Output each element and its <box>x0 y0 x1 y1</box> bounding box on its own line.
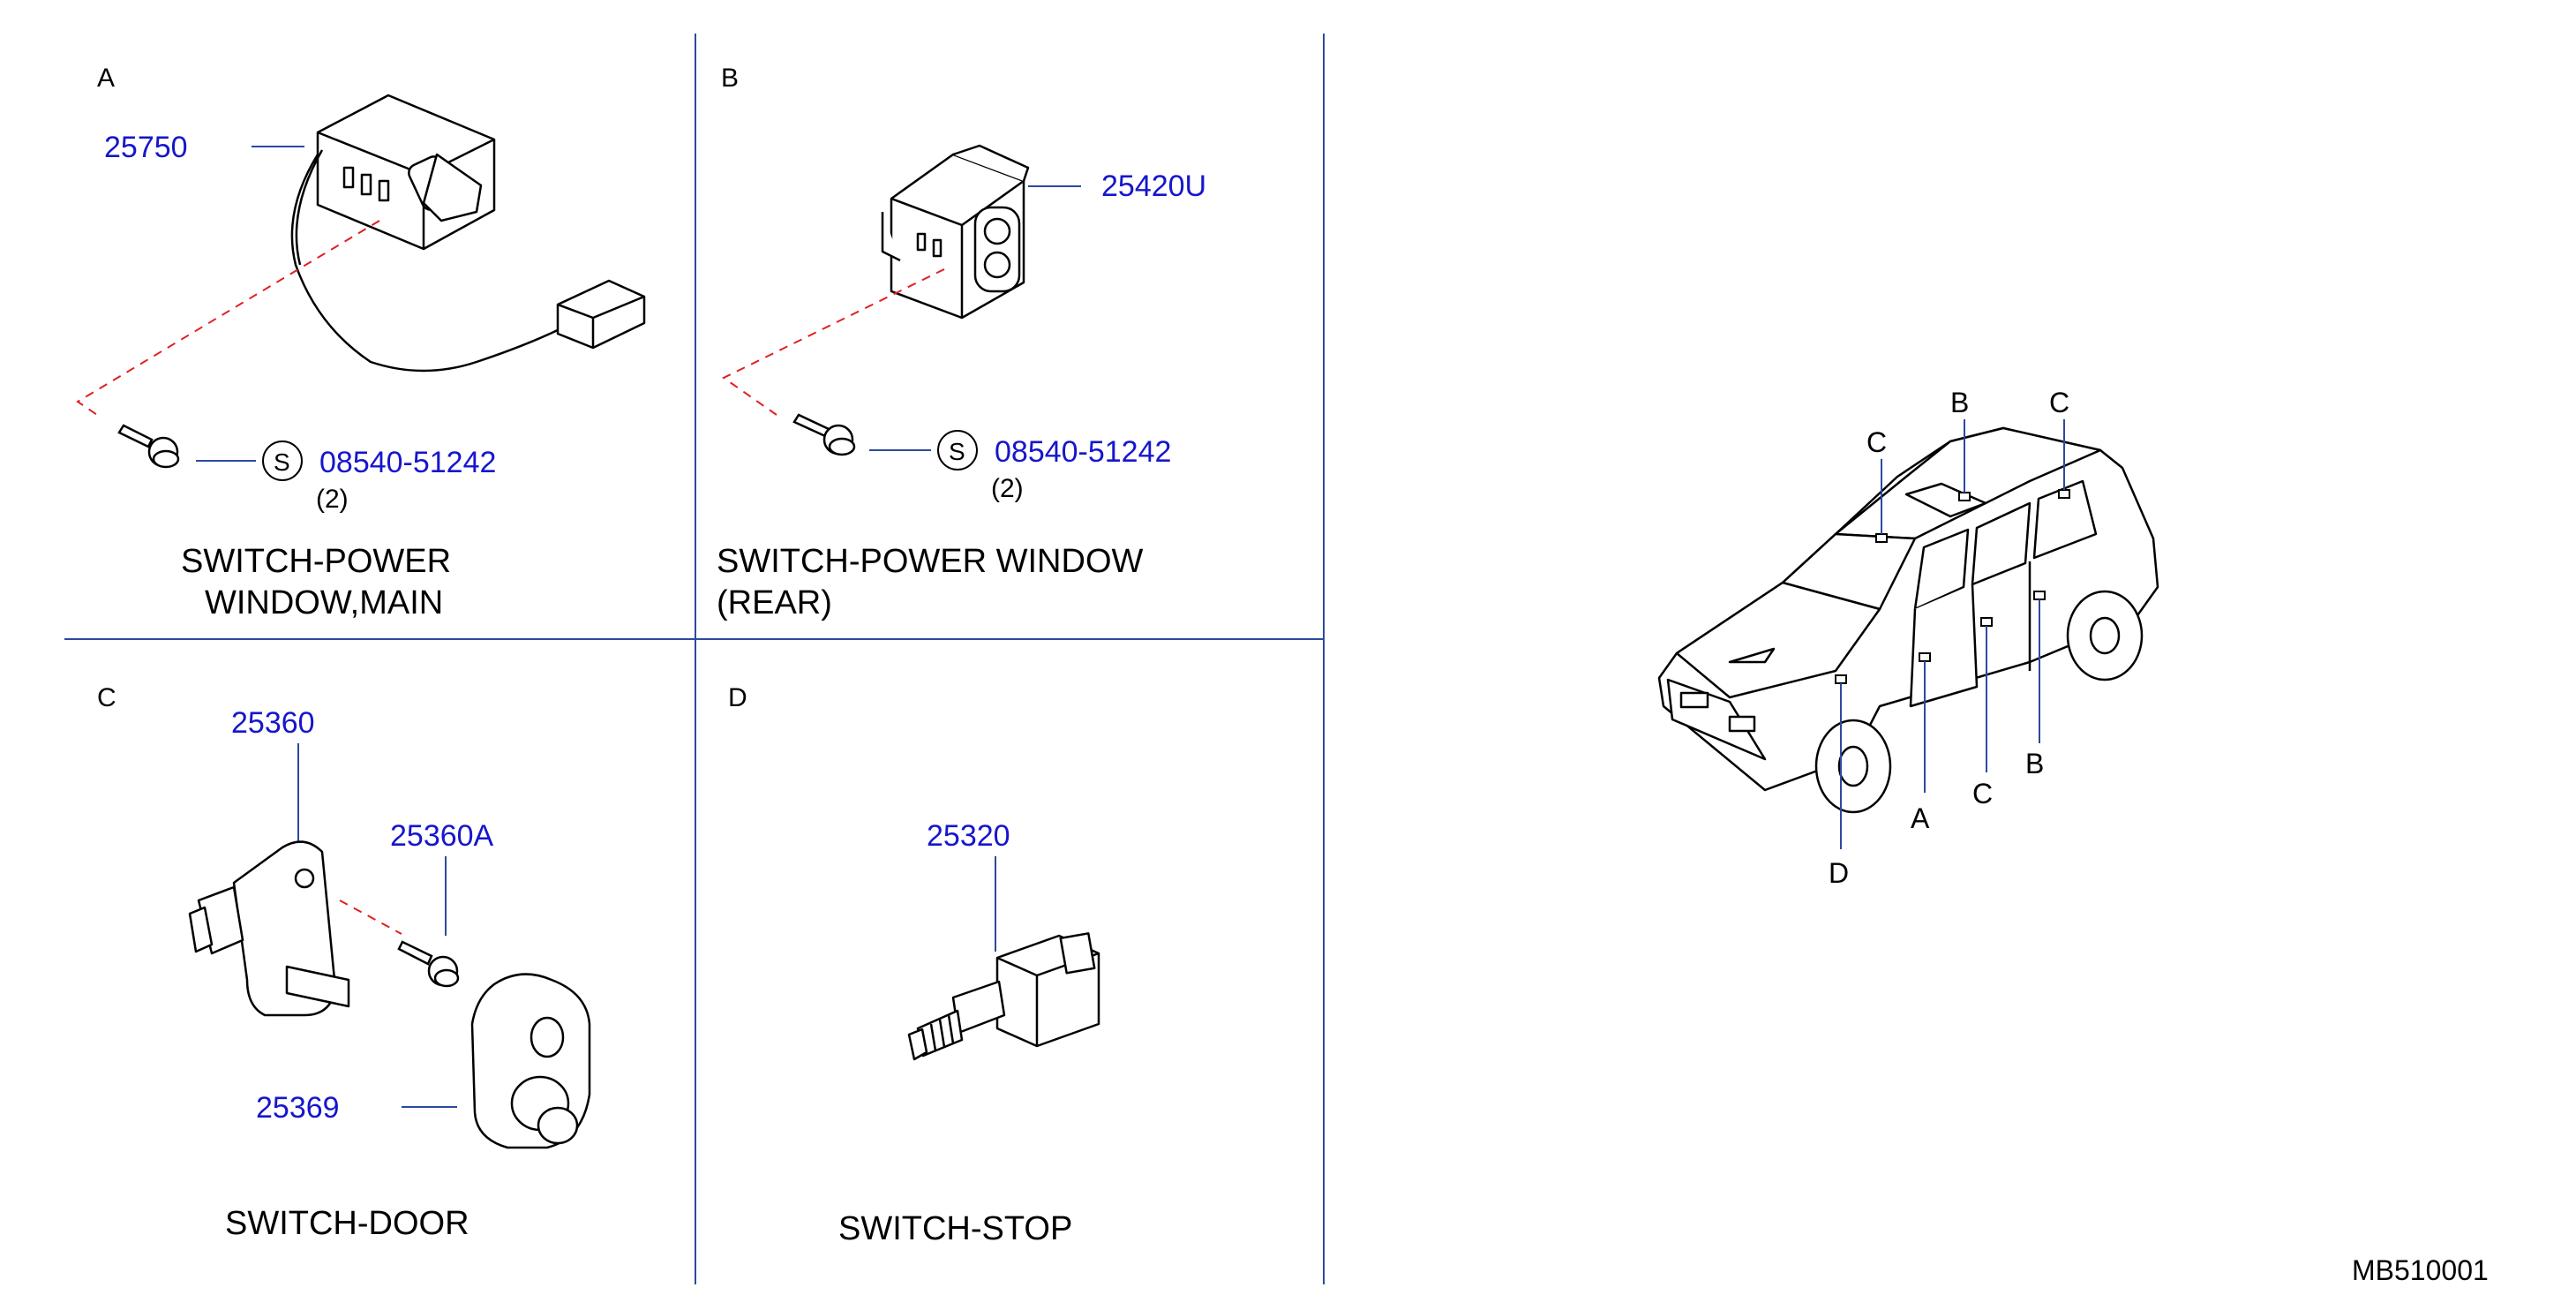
caption-a-line1: SWITCH-POWER <box>181 543 451 580</box>
s-symbol: S <box>274 448 290 476</box>
section-c: C 25360 25360A 25369 SWITCH-DOOR <box>97 683 591 1242</box>
door-switch-drawing <box>188 840 350 1017</box>
callout-bottom-b: B <box>2025 748 2044 779</box>
bolt-quantity-a: (2) <box>316 485 349 514</box>
section-dividers <box>64 34 1325 1284</box>
caption-a-line2: WINDOW,MAIN <box>205 584 443 621</box>
caption-c: SWITCH-DOOR <box>225 1205 469 1242</box>
stop-lamp-switch-drawing <box>907 932 1100 1061</box>
part-number-bolt-b[interactable]: 08540-51242 <box>995 435 1171 469</box>
power-window-rear-switch-drawing <box>881 144 1030 320</box>
section-d-letter: D <box>728 683 747 712</box>
part-number-25360a[interactable]: 25360A <box>390 819 494 853</box>
s-symbol: S <box>949 438 965 465</box>
diagram-code: MB510001 <box>2352 1254 2489 1286</box>
callout-top-b: B <box>1950 387 1969 418</box>
bolt-drawing <box>397 940 460 988</box>
section-a-letter: A <box>97 64 115 93</box>
part-number-25360[interactable]: 25360 <box>231 706 315 740</box>
part-number-25320[interactable]: 25320 <box>927 819 1010 853</box>
callout-top-left-c: C <box>1866 426 1887 458</box>
part-number-25369[interactable]: 25369 <box>256 1091 340 1125</box>
caption-b-line2: (REAR) <box>717 584 832 621</box>
s-symbol-circle <box>262 440 303 481</box>
phantom-line <box>76 220 380 416</box>
callout-bottom-c: C <box>1972 778 1993 809</box>
caption-d: SWITCH-STOP <box>838 1210 1072 1247</box>
section-a: A 25750 S 08540-51242 (2) <box>76 64 646 621</box>
callout-leaders <box>1840 419 2065 849</box>
power-window-main-switch-drawing <box>290 94 646 373</box>
screw-drawing <box>117 424 180 469</box>
caption-b-line1: SWITCH-POWER WINDOW <box>717 543 1144 580</box>
section-c-letter: C <box>97 683 116 712</box>
phantom-line <box>722 268 945 416</box>
section-b-letter: B <box>721 64 739 93</box>
callout-top-right-c: C <box>2049 387 2069 418</box>
section-d: D 25320 SWITCH-STOP <box>728 683 1100 1247</box>
suv-outline-drawing <box>1657 426 2159 814</box>
callout-bottom-d: D <box>1829 857 1849 889</box>
section-b: B 25420U S 08540-51242 (2) SWITCH-POWER … <box>717 64 1206 621</box>
bolt-quantity-b: (2) <box>991 474 1024 503</box>
screw-drawing <box>792 413 856 456</box>
part-number-bolt-a[interactable]: 08540-51242 <box>319 446 496 479</box>
switch-pad-drawing <box>470 973 591 1149</box>
phantom-line <box>339 900 402 935</box>
part-number-25420u[interactable]: 25420U <box>1101 169 1206 203</box>
part-number-25750[interactable]: 25750 <box>104 131 188 164</box>
s-symbol-circle <box>937 430 978 471</box>
vehicle-locator: C B C D A C B <box>1657 387 2159 889</box>
callout-bottom-a: A <box>1911 802 1930 834</box>
